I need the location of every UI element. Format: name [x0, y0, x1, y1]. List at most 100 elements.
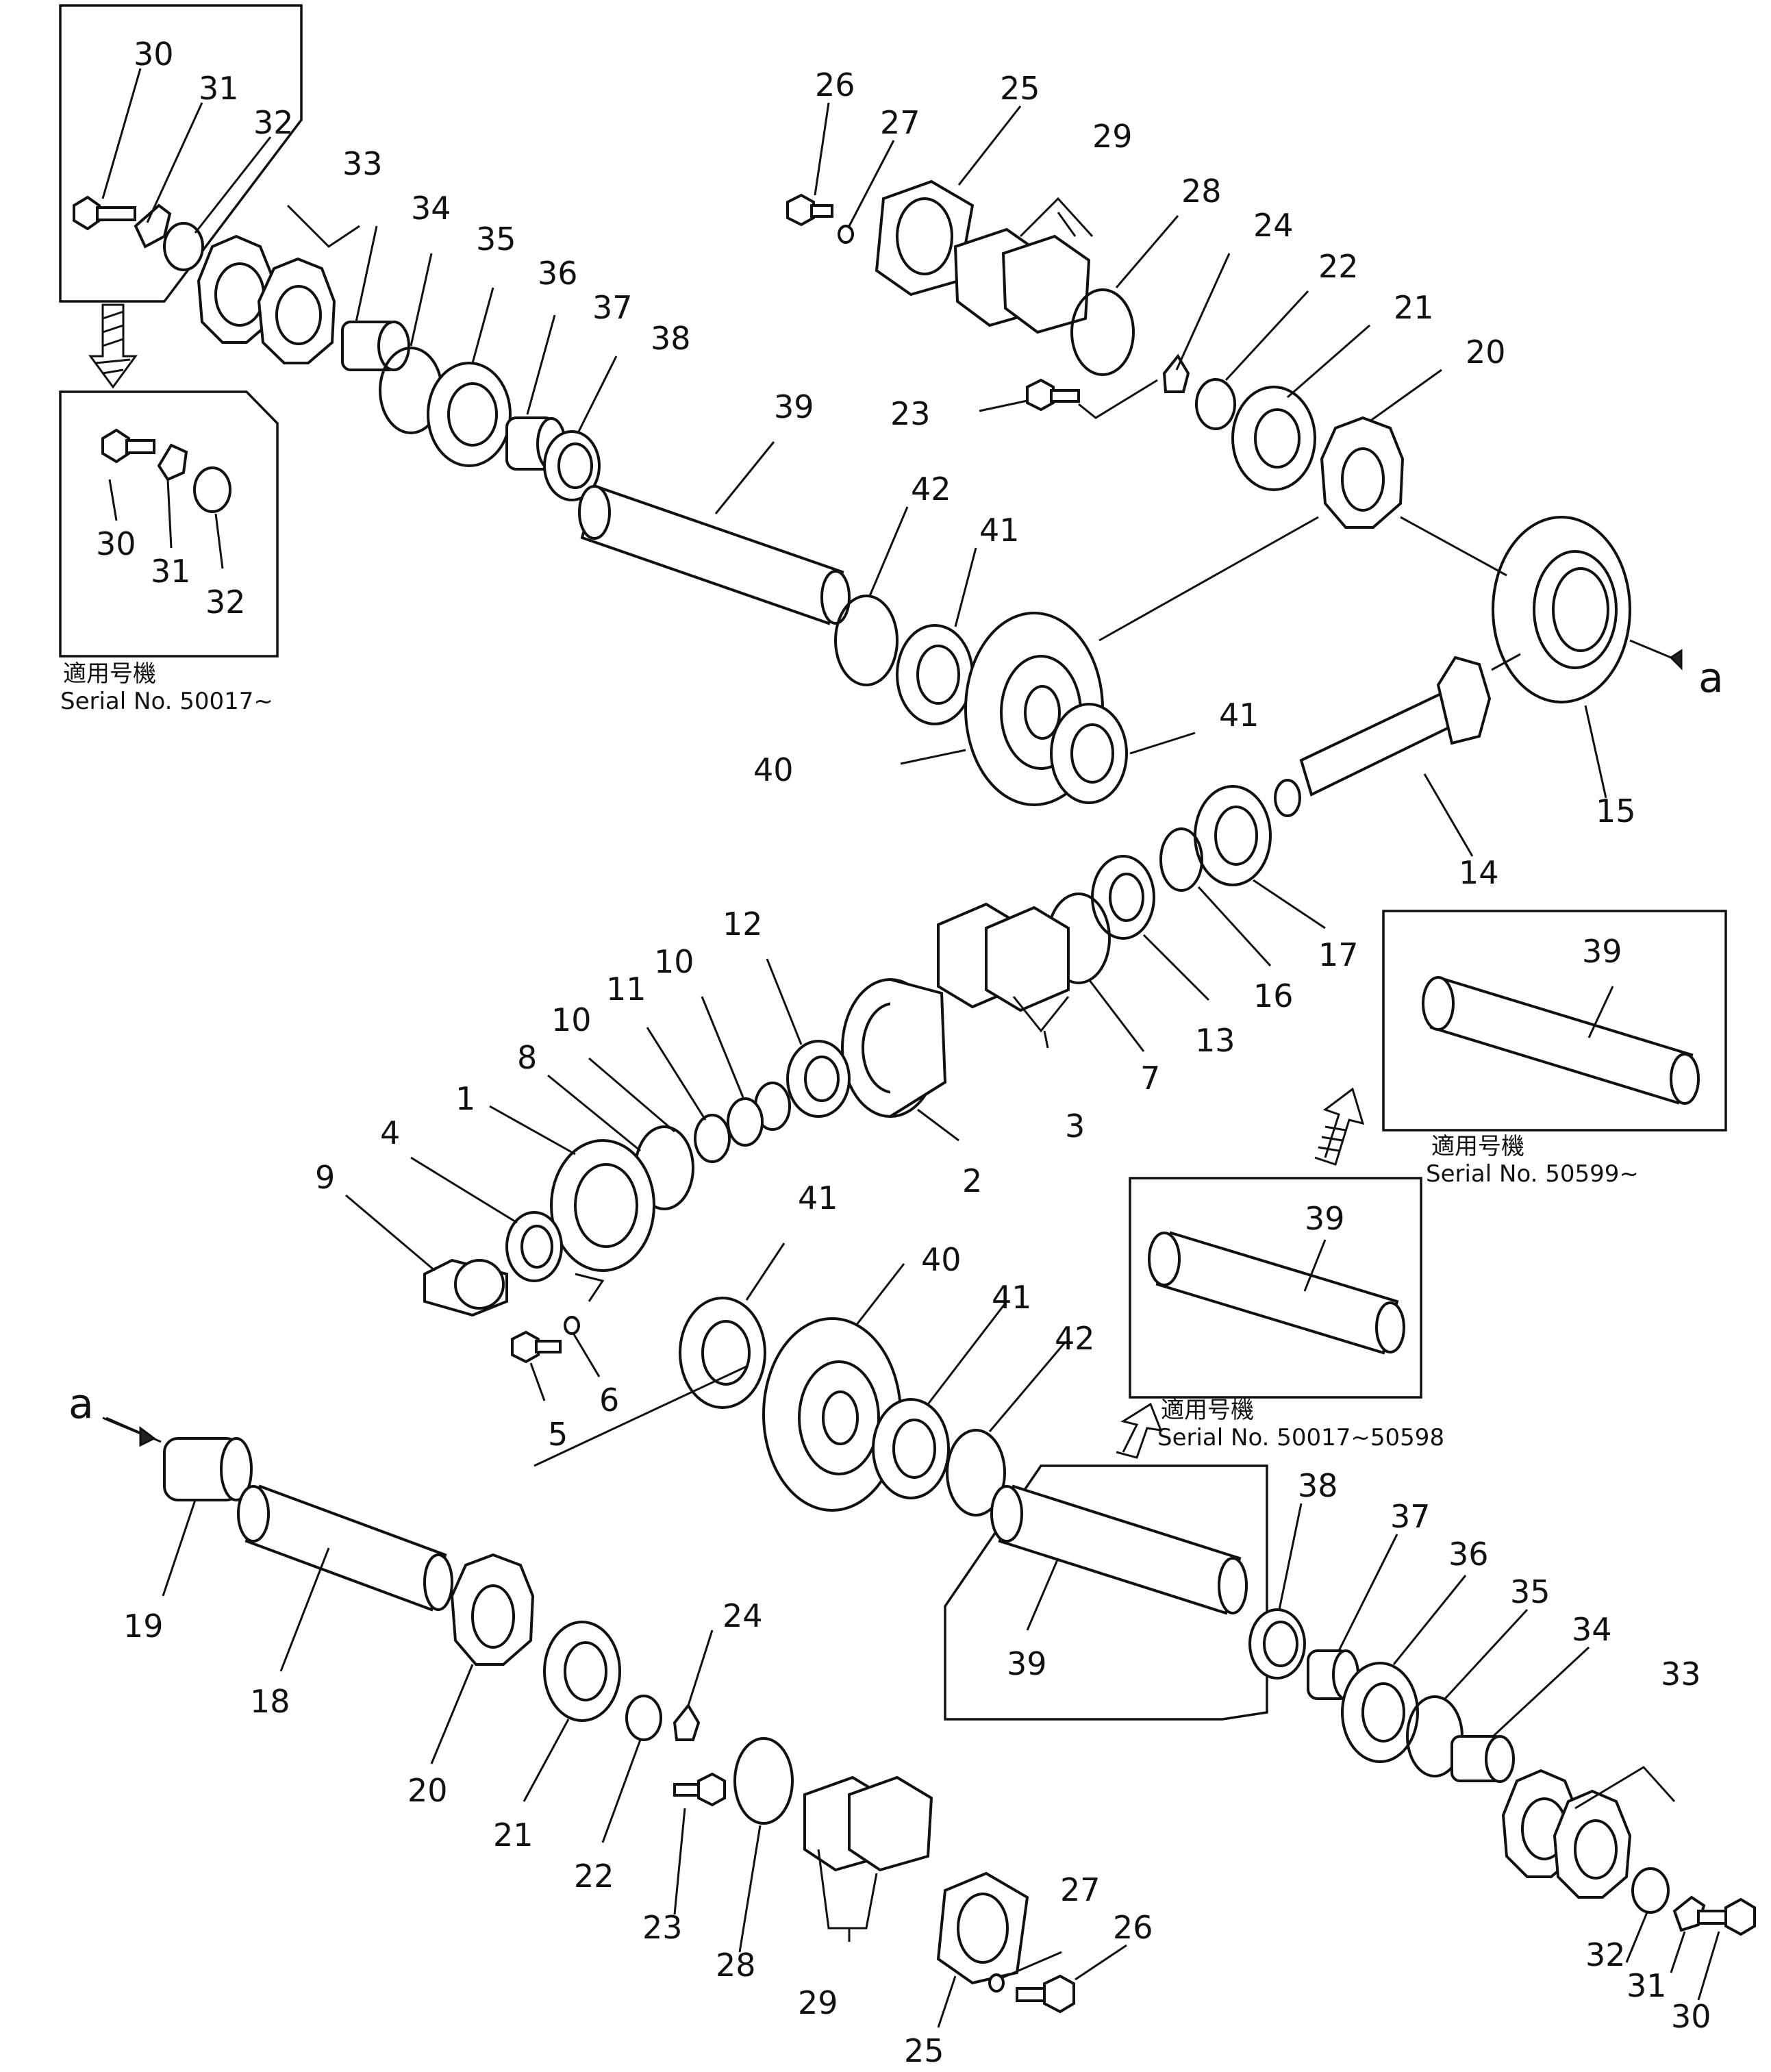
callout-42-bottom: 42 — [1055, 1320, 1095, 1357]
callout-21-top: 21 — [1394, 289, 1434, 326]
bearing-41a-top — [896, 624, 974, 725]
callout-32-inset: 32 — [205, 584, 246, 621]
bolt-23-bottom — [673, 1772, 726, 1807]
arrow-label-a-top: a — [1698, 654, 1724, 702]
callout-34-bottom: 34 — [1572, 1611, 1612, 1648]
inset-shaft-39-b — [1148, 1231, 1405, 1355]
callout-42-top: 42 — [911, 471, 951, 508]
washer-27-bottom — [988, 1973, 1005, 1993]
sprocket-33-top — [197, 234, 336, 364]
callout-20-top: 20 — [1466, 334, 1506, 371]
callout-41a-bottom: 41 — [798, 1179, 838, 1216]
lock-plate-31-top — [134, 203, 172, 249]
o-ring-28-top — [1070, 288, 1135, 376]
washer-6 — [564, 1316, 580, 1335]
callout-10a: 10 — [551, 1001, 592, 1038]
retainer-25-bottom — [936, 1871, 1029, 1985]
callout-22-top: 22 — [1318, 248, 1359, 285]
inset-left-serial: Serial No. 50017~ — [60, 688, 273, 715]
callout-1: 1 — [455, 1080, 475, 1117]
roller-38-top — [543, 430, 601, 501]
callout-27-bottom: 27 — [1060, 1871, 1101, 1908]
inset-frame-left — [59, 390, 279, 658]
sprocket-33-bottom — [1501, 1769, 1632, 1899]
callout-14: 14 — [1459, 854, 1499, 891]
callout-35-top: 35 — [476, 221, 516, 258]
callout-6: 6 — [599, 1382, 619, 1419]
callout-33-top: 33 — [342, 145, 383, 182]
callout-41b-top: 41 — [1219, 697, 1259, 734]
cover-1 — [550, 1139, 655, 1272]
retainer-25-top — [875, 179, 975, 297]
spacer-11 — [727, 1097, 764, 1147]
arrow-a-top — [1629, 639, 1683, 671]
callout-31-inset: 31 — [151, 553, 191, 590]
inset-frame-top-left — [59, 4, 303, 303]
callout-9: 9 — [315, 1159, 335, 1196]
callout-39-inset-a: 39 — [1582, 933, 1622, 970]
callout-36-bottom: 36 — [1448, 1536, 1489, 1573]
callout-38-top: 38 — [651, 320, 691, 357]
washer-32-bottom — [1631, 1867, 1670, 1914]
bolt-26-bottom — [1016, 1974, 1075, 2014]
hatched-arrow-down — [88, 303, 138, 389]
inset-right-mid-serial: Serial No. 50017~50598 — [1157, 1424, 1444, 1451]
callout-20-bottom: 20 — [407, 1772, 448, 1809]
inset-frame-right-mid — [1129, 1177, 1422, 1399]
callout-2: 2 — [962, 1162, 982, 1199]
callout-37-bottom: 37 — [1390, 1498, 1431, 1535]
o-ring-28-bottom — [733, 1737, 794, 1825]
shim-29-bottom — [803, 1775, 933, 1872]
callout-19: 19 — [123, 1608, 164, 1645]
callout-31-top: 31 — [199, 70, 239, 107]
bearing-41b-bottom — [872, 1398, 950, 1499]
callout-35-bottom: 35 — [1510, 1573, 1550, 1610]
arrow-label-a-bottom: a — [68, 1380, 94, 1428]
callout-23-bottom: 23 — [642, 1909, 683, 1946]
callout-12: 12 — [723, 906, 763, 943]
gear-40-bottom — [762, 1317, 902, 1512]
bearing-41a-bottom — [679, 1297, 766, 1409]
callout-23-top: 23 — [890, 395, 931, 432]
spacer-10a — [694, 1114, 731, 1163]
callout-32-bottom: 32 — [1585, 1936, 1626, 1973]
shaft-39-bottom — [990, 1484, 1248, 1615]
callout-29-top: 29 — [1092, 118, 1133, 155]
ring-42-top — [834, 595, 899, 686]
callout-37-top: 37 — [592, 289, 633, 326]
lock-24-bottom — [673, 1703, 701, 1741]
gear-20-bottom — [450, 1553, 535, 1666]
callout-18: 18 — [250, 1683, 290, 1720]
inset-frame-right-top — [1382, 910, 1727, 1132]
callout-34-top: 34 — [411, 190, 451, 227]
callout-38-bottom: 38 — [1298, 1467, 1338, 1504]
callout-25-top: 25 — [1000, 70, 1040, 107]
callout-41a-top: 41 — [979, 512, 1020, 549]
flange-9 — [423, 1258, 508, 1317]
washer-22-bottom — [625, 1695, 662, 1741]
inset-right-top-serial: Serial No. 50599~ — [1426, 1160, 1639, 1188]
callout-28-top: 28 — [1181, 173, 1222, 210]
callout-16: 16 — [1253, 977, 1294, 1014]
hatched-arrow-up — [1314, 1087, 1365, 1166]
bearing-21-top — [1231, 386, 1316, 491]
callout-32-top: 32 — [253, 104, 294, 141]
inset-bolt-30 — [101, 428, 155, 464]
callout-11: 11 — [606, 971, 646, 1008]
washer-22-top — [1195, 378, 1236, 430]
ring-42-bottom — [946, 1429, 1006, 1516]
snap-ring-16 — [1159, 827, 1203, 892]
callout-26-top: 26 — [815, 66, 855, 103]
callout-22-bottom: 22 — [574, 1858, 614, 1895]
gear-20-top — [1320, 416, 1405, 529]
shaft-18 — [237, 1484, 453, 1612]
inset-left-caption-jp: 適用号機 — [63, 660, 156, 688]
shaft-39-top — [578, 484, 851, 625]
roller-38-bottom — [1248, 1608, 1306, 1680]
arrow-a-bottom — [102, 1416, 156, 1447]
callout-39-top: 39 — [774, 388, 814, 425]
callout-17: 17 — [1318, 936, 1359, 973]
callout-30-bottom: 30 — [1671, 1998, 1711, 2035]
cage-2 — [841, 978, 947, 1118]
callout-30-inset: 30 — [96, 525, 136, 562]
